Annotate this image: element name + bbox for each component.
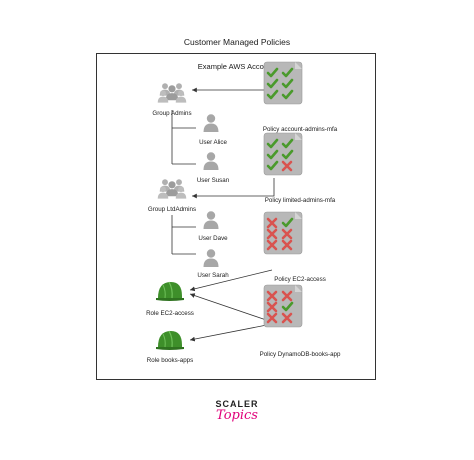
check-mark-icon xyxy=(266,149,279,160)
check-mark-icon xyxy=(281,217,294,228)
cross-mark-icon xyxy=(281,239,293,251)
aws-account-label: Example AWS Account xyxy=(197,62,275,71)
check-mark-icon xyxy=(281,67,294,78)
arrow-dynamodb-to-role-books xyxy=(189,323,273,342)
user-dave-icon xyxy=(203,211,219,229)
policy-account-admins-mfa-icon xyxy=(263,61,303,105)
cross-mark-icon xyxy=(266,301,278,313)
arrow-ec2-to-role-ec2 xyxy=(189,269,273,292)
check-mark-icon xyxy=(266,67,279,78)
user-alice-label: User Alice xyxy=(199,139,227,146)
group-ltdadmins-icon xyxy=(157,179,187,199)
cross-mark-icon xyxy=(266,228,278,240)
cross-mark-icon xyxy=(266,217,278,229)
membership-lines xyxy=(171,110,196,255)
policy-dynamodb-books-app-label: Policy DynamoDB-books-app xyxy=(259,351,341,358)
role-ec2-helmet-icon xyxy=(156,281,184,301)
policy-account-admins-mfa-label: Policy account-admins-mfa xyxy=(262,126,338,133)
group-admins-label: Group Admins xyxy=(152,110,192,117)
policy-limited-admins-mfa-label: Policy limited-admins-mfa xyxy=(264,197,336,204)
check-mark-icon xyxy=(281,301,294,312)
check-mark-icon xyxy=(281,78,294,89)
user-dave-label: User Dave xyxy=(198,235,228,242)
group-admins-icon xyxy=(157,83,187,103)
check-mark-icon xyxy=(281,89,294,100)
check-mark-icon xyxy=(266,89,279,100)
user-alice-icon xyxy=(203,114,219,132)
cross-mark-icon xyxy=(281,312,293,324)
brand-top-text: SCALER xyxy=(215,399,259,409)
arrow-dynamodb-to-role-ec2 xyxy=(189,293,273,323)
cross-mark-icon xyxy=(266,290,278,302)
check-mark-icon xyxy=(281,149,294,160)
user-sarah-label: User Sarah xyxy=(197,272,229,279)
cross-mark-icon xyxy=(281,290,293,302)
check-mark-icon xyxy=(266,160,279,171)
policy-limited-admins-mfa-icon xyxy=(263,132,303,176)
aws-account-box xyxy=(96,53,376,380)
check-mark-icon xyxy=(281,138,294,149)
user-susan-label: User Susan xyxy=(196,177,230,184)
user-sarah-icon xyxy=(203,249,219,267)
role-ec2-access-label: Role EC2-access xyxy=(146,310,194,317)
policy-ec2-access-icon xyxy=(263,211,303,255)
cross-mark-icon xyxy=(281,228,293,240)
cross-mark-icon xyxy=(281,160,293,172)
group-ltdadmins-connector xyxy=(171,215,196,255)
group-admins-connector xyxy=(171,110,196,165)
scaler-topics-logo: SCALER Topics xyxy=(0,399,474,423)
group-ltdadmins-label: Group LtdAdmins xyxy=(147,206,197,213)
arrow-limited-admins-mfa xyxy=(192,178,275,199)
role-books-apps-label: Role books-apps xyxy=(146,357,194,364)
policy-ec2-access-label: Policy EC2-access xyxy=(274,276,326,283)
role-books-helmet-icon xyxy=(156,330,184,350)
diagram-title: Customer Managed Policies xyxy=(183,37,291,47)
user-susan-icon xyxy=(203,152,219,170)
cross-mark-icon xyxy=(266,239,278,251)
brand-bottom-text: Topics xyxy=(216,408,258,423)
check-mark-icon xyxy=(266,78,279,89)
check-mark-icon xyxy=(266,138,279,149)
cross-mark-icon xyxy=(266,312,278,324)
policy-dynamodb-books-app-icon xyxy=(263,284,303,328)
